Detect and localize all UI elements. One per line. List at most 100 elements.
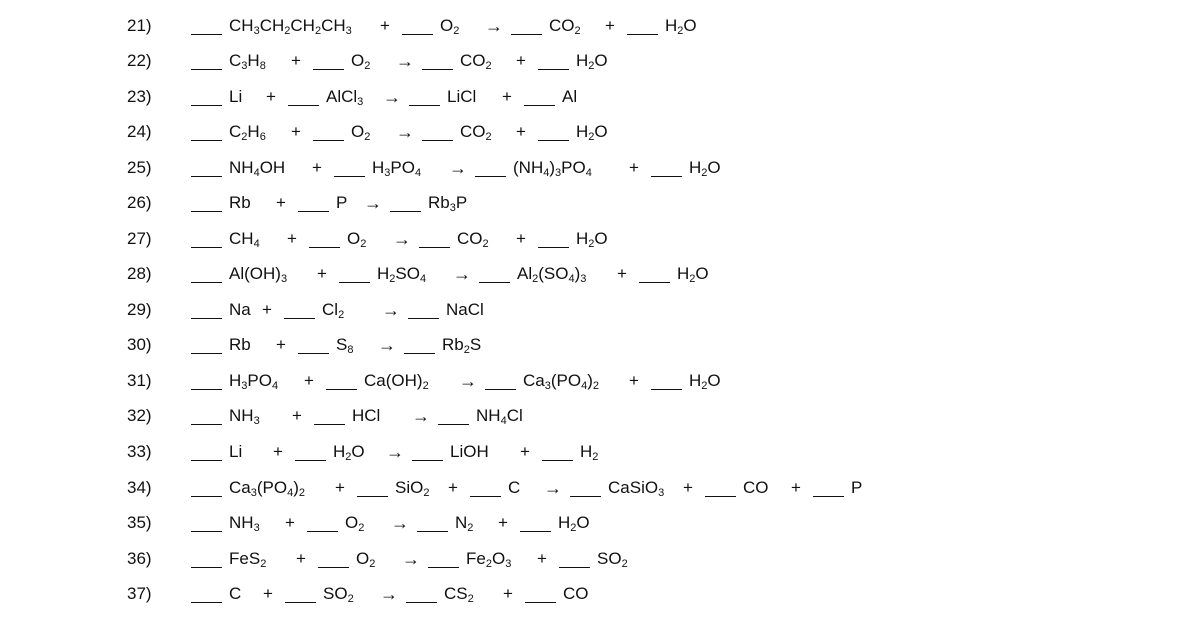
plus-sign: + bbox=[276, 193, 286, 212]
plus-sign: + bbox=[629, 371, 639, 390]
equation-row: 22)C3H8+O2→CO2+H2O bbox=[0, 49, 1200, 73]
coefficient-blank[interactable] bbox=[334, 156, 365, 177]
coefficient-blank[interactable] bbox=[191, 120, 222, 141]
coefficient-blank[interactable] bbox=[288, 85, 319, 106]
coefficient-blank[interactable] bbox=[191, 262, 222, 283]
coefficient-blank[interactable] bbox=[285, 582, 316, 603]
coefficient-blank[interactable] bbox=[559, 547, 590, 568]
chemical-formula: H2O bbox=[576, 229, 608, 250]
coefficient-blank[interactable] bbox=[524, 85, 555, 106]
coefficient-blank[interactable] bbox=[470, 476, 501, 497]
equation-row: 23)Li+AlCl3→LiCl+Al bbox=[0, 85, 1200, 109]
coefficient-blank[interactable] bbox=[511, 14, 542, 35]
coefficient-blank[interactable] bbox=[295, 440, 326, 461]
coefficient-blank[interactable] bbox=[191, 582, 222, 603]
coefficient-blank[interactable] bbox=[307, 511, 338, 532]
yields-arrow-icon: → bbox=[449, 158, 467, 178]
chemical-formula: Rb bbox=[229, 335, 251, 354]
coefficient-blank[interactable] bbox=[404, 333, 435, 354]
equation-number: 29) bbox=[127, 300, 152, 319]
plus-sign: + bbox=[266, 87, 276, 106]
coefficient-blank[interactable] bbox=[408, 298, 439, 319]
coefficient-blank[interactable] bbox=[570, 476, 601, 497]
coefficient-blank[interactable] bbox=[191, 85, 222, 106]
chemical-formula: Li bbox=[229, 442, 243, 461]
coefficient-blank[interactable] bbox=[191, 547, 222, 568]
chemical-formula: Ca(OH)2 bbox=[364, 371, 429, 392]
chemical-formula: Fe2O3 bbox=[466, 549, 512, 570]
chemical-formula: NH3 bbox=[229, 513, 260, 534]
coefficient-blank[interactable] bbox=[191, 369, 222, 390]
yields-arrow-icon: → bbox=[412, 406, 430, 426]
chemical-formula: N2 bbox=[455, 513, 474, 534]
coefficient-blank[interactable] bbox=[357, 476, 388, 497]
coefficient-blank[interactable] bbox=[313, 120, 344, 141]
plus-sign: + bbox=[503, 584, 513, 603]
coefficient-blank[interactable] bbox=[525, 582, 556, 603]
coefficient-blank[interactable] bbox=[191, 14, 222, 35]
coefficient-blank[interactable] bbox=[191, 476, 222, 497]
plus-sign: + bbox=[317, 264, 327, 283]
coefficient-blank[interactable] bbox=[390, 191, 421, 212]
coefficient-blank[interactable] bbox=[191, 191, 222, 212]
equation-row: 29)Na+Cl2→NaCl bbox=[0, 298, 1200, 322]
chemical-formula: O2 bbox=[347, 229, 367, 250]
chemical-formula: Al bbox=[562, 87, 578, 106]
coefficient-blank[interactable] bbox=[284, 298, 315, 319]
coefficient-blank[interactable] bbox=[326, 369, 357, 390]
plus-sign: + bbox=[516, 122, 526, 141]
coefficient-blank[interactable] bbox=[651, 156, 682, 177]
coefficient-blank[interactable] bbox=[191, 156, 222, 177]
coefficient-blank[interactable] bbox=[402, 14, 433, 35]
coefficient-blank[interactable] bbox=[191, 298, 222, 319]
chemical-formula: H2 bbox=[580, 442, 599, 463]
coefficient-blank[interactable] bbox=[651, 369, 682, 390]
chemical-formula: CO2 bbox=[460, 51, 492, 72]
coefficient-blank[interactable] bbox=[191, 511, 222, 532]
coefficient-blank[interactable] bbox=[298, 333, 329, 354]
coefficient-blank[interactable] bbox=[419, 227, 450, 248]
plus-sign: + bbox=[605, 16, 615, 35]
coefficient-blank[interactable] bbox=[406, 582, 437, 603]
equation-row: 25)NH4OH+H3PO4→(NH4)3PO4+H2O bbox=[0, 156, 1200, 180]
coefficient-blank[interactable] bbox=[479, 262, 510, 283]
coefficient-blank[interactable] bbox=[639, 262, 670, 283]
equation-number: 36) bbox=[127, 549, 152, 568]
coefficient-blank[interactable] bbox=[412, 440, 443, 461]
coefficient-blank[interactable] bbox=[422, 120, 453, 141]
plus-sign: + bbox=[312, 158, 322, 177]
coefficient-blank[interactable] bbox=[314, 404, 345, 425]
chemical-formula: H2O bbox=[665, 16, 697, 37]
equation-row: 28)Al(OH)3+H2SO4→Al2(SO4)3+H2O bbox=[0, 262, 1200, 286]
coefficient-blank[interactable] bbox=[191, 333, 222, 354]
coefficient-blank[interactable] bbox=[191, 404, 222, 425]
coefficient-blank[interactable] bbox=[705, 476, 736, 497]
plus-sign: + bbox=[273, 442, 283, 461]
coefficient-blank[interactable] bbox=[520, 511, 551, 532]
coefficient-blank[interactable] bbox=[428, 547, 459, 568]
coefficient-blank[interactable] bbox=[191, 49, 222, 70]
yields-arrow-icon: → bbox=[386, 442, 404, 462]
coefficient-blank[interactable] bbox=[417, 511, 448, 532]
coefficient-blank[interactable] bbox=[627, 14, 658, 35]
plus-sign: + bbox=[287, 229, 297, 248]
coefficient-blank[interactable] bbox=[298, 191, 329, 212]
coefficient-blank[interactable] bbox=[339, 262, 370, 283]
coefficient-blank[interactable] bbox=[409, 85, 440, 106]
coefficient-blank[interactable] bbox=[422, 49, 453, 70]
yields-arrow-icon: → bbox=[544, 478, 562, 498]
coefficient-blank[interactable] bbox=[438, 404, 469, 425]
coefficient-blank[interactable] bbox=[318, 547, 349, 568]
coefficient-blank[interactable] bbox=[538, 120, 569, 141]
coefficient-blank[interactable] bbox=[313, 49, 344, 70]
coefficient-blank[interactable] bbox=[538, 227, 569, 248]
coefficient-blank[interactable] bbox=[538, 49, 569, 70]
coefficient-blank[interactable] bbox=[191, 440, 222, 461]
coefficient-blank[interactable] bbox=[191, 227, 222, 248]
coefficient-blank[interactable] bbox=[309, 227, 340, 248]
coefficient-blank[interactable] bbox=[813, 476, 844, 497]
coefficient-blank[interactable] bbox=[485, 369, 516, 390]
coefficient-blank[interactable] bbox=[475, 156, 506, 177]
coefficient-blank[interactable] bbox=[542, 440, 573, 461]
equation-number: 23) bbox=[127, 87, 152, 106]
